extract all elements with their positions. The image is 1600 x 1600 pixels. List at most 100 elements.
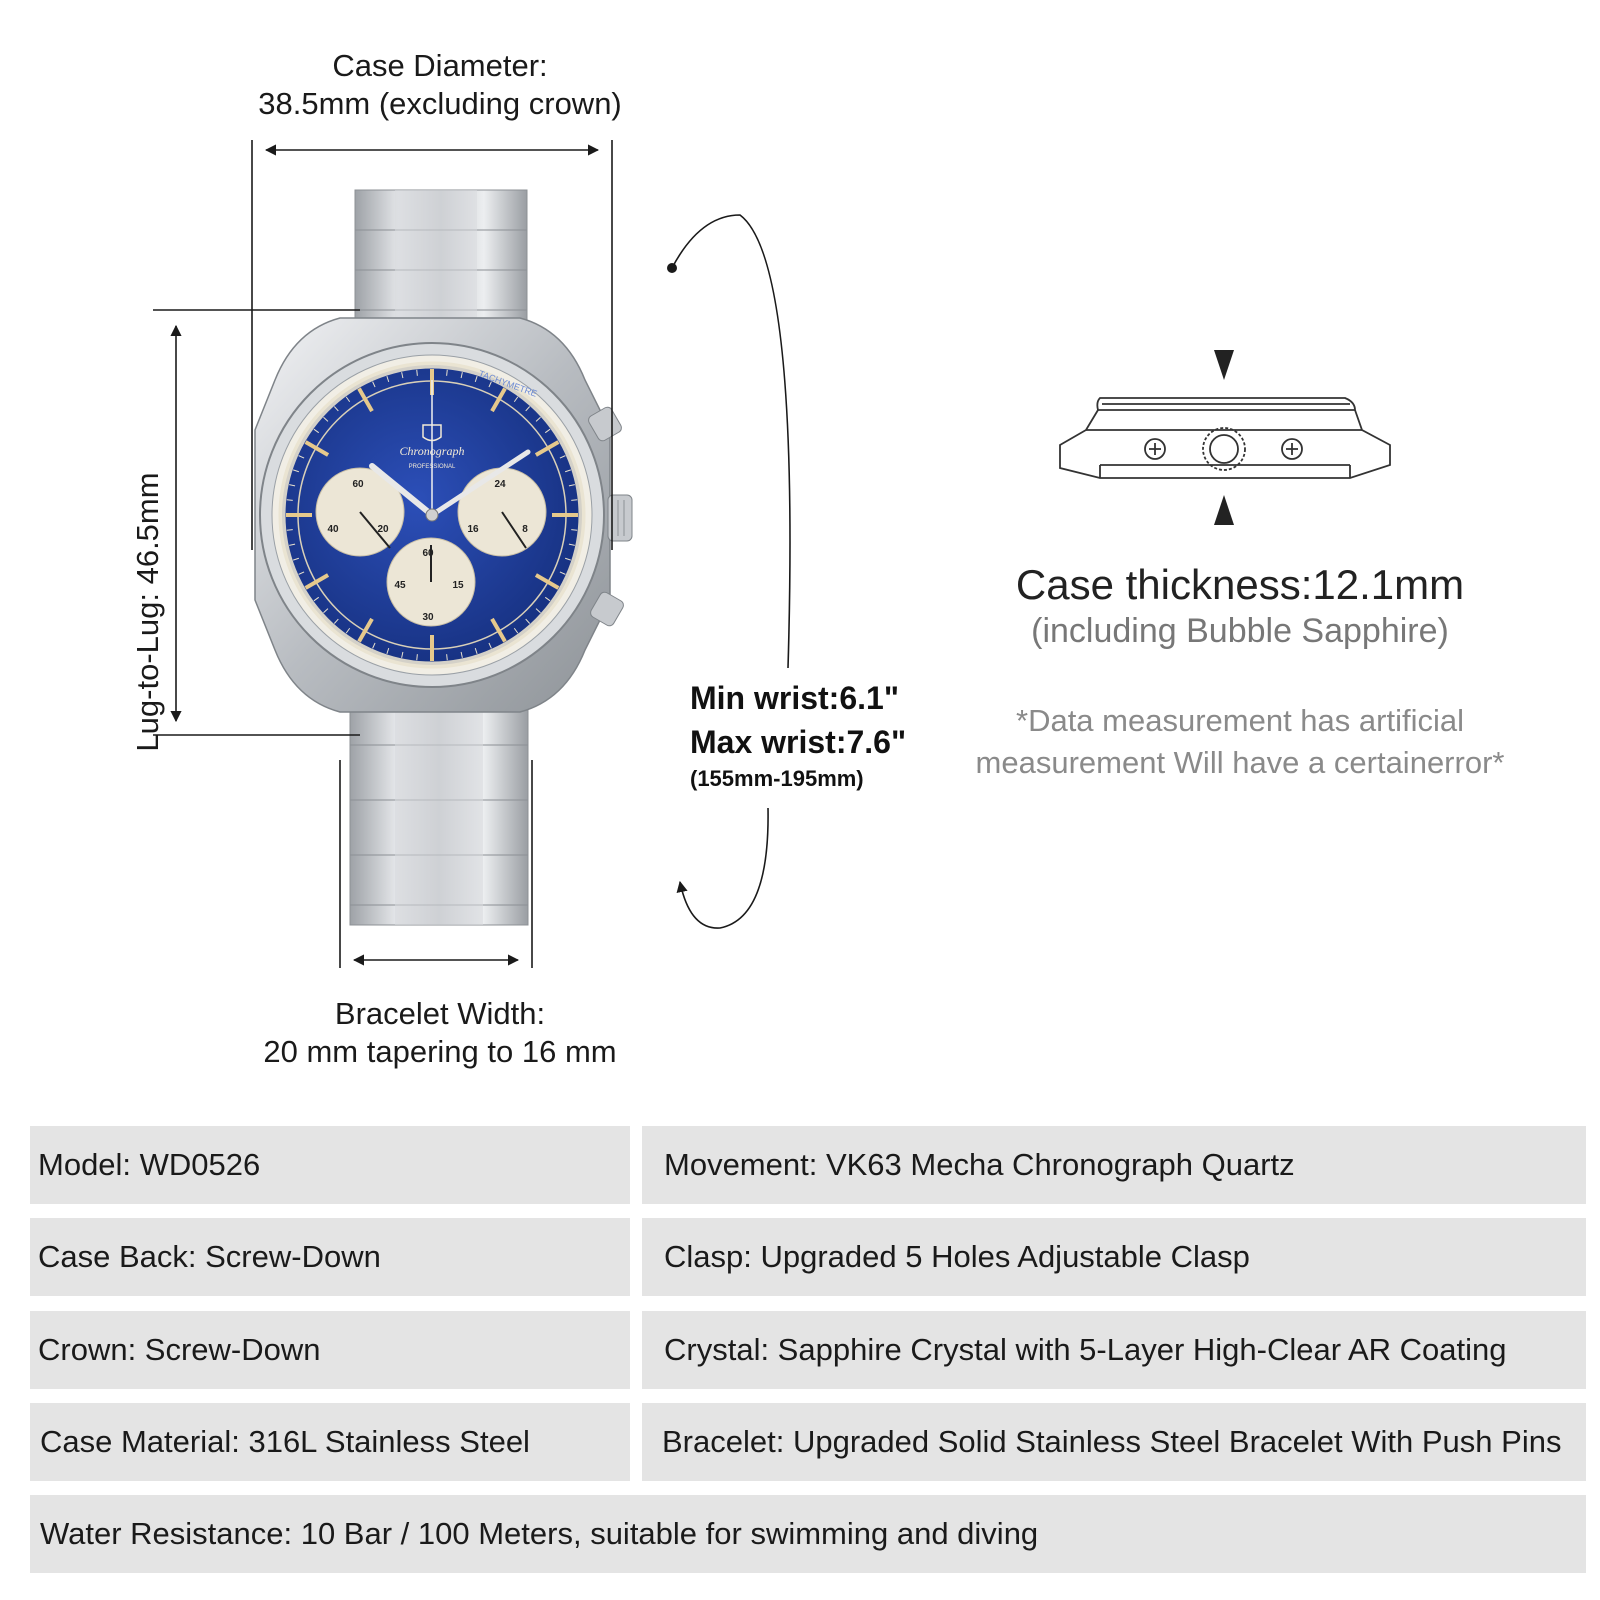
- minute-tick: [298, 455, 305, 459]
- spec-crystal: Crystal: Sapphire Crystal with 5-Layer H…: [642, 1311, 1586, 1389]
- minute-tick: [488, 381, 492, 388]
- spec-crown: Crown: Screw-Down: [30, 1311, 630, 1389]
- minute-tick: [386, 647, 390, 655]
- minute-tick: [416, 369, 418, 376]
- minute-tick: [559, 455, 566, 459]
- hour-marker: [490, 387, 507, 413]
- minute-tick: [564, 469, 572, 473]
- minute-tick: [544, 596, 551, 602]
- case-diameter-value: 38.5mm (excluding crown): [258, 86, 622, 121]
- minute-tick: [313, 596, 320, 602]
- minute-tick: [372, 642, 376, 649]
- minute-tick: [345, 396, 351, 403]
- minute-tick: [298, 571, 305, 575]
- hour-marker: [357, 617, 374, 643]
- subdial-bottom-label-left: 45: [394, 580, 406, 591]
- minute-tick: [446, 369, 448, 376]
- minute-tick: [286, 499, 293, 501]
- minute-tick: [313, 428, 320, 434]
- subdial-right-label-right: 8: [522, 524, 528, 535]
- spec-movement: Movement: VK63 Mecha Chronograph Quartz: [642, 1126, 1586, 1204]
- watch-dial: 60 20 40 24 8 16 60 15 30 45 Chronograph…: [278, 361, 586, 669]
- minute-tick: [513, 627, 519, 634]
- case-side-profile: [1059, 350, 1391, 525]
- brand-logo: [422, 424, 442, 442]
- minute-tick: [333, 406, 339, 412]
- minute-tick: [416, 654, 418, 661]
- subdial-left-label-left: 40: [327, 524, 339, 535]
- subdial-bottom-label-top: 60: [422, 548, 434, 559]
- measurement-disclaimer: *Data measurement has artificial measure…: [960, 700, 1520, 784]
- minute-tick: [323, 608, 329, 614]
- minute-tick: [474, 375, 478, 383]
- minute-tick: [460, 651, 463, 658]
- minute-tick: [286, 529, 293, 531]
- max-wrist: Max wrist:7.6": [690, 724, 907, 760]
- minute-tick: [568, 543, 575, 546]
- hour-marker: [304, 440, 330, 457]
- case-thickness-value: Case thickness:12.1mm: [1015, 561, 1465, 608]
- thickness-arrow-bottom: [1214, 495, 1234, 525]
- bracelet-width-label: Bracelet Width:: [334, 996, 546, 1031]
- spec-water-resistance: Water Resistance: 10 Bar / 100 Meters, s…: [30, 1495, 1586, 1573]
- subdial-bottom-label-bottom: 30: [422, 612, 434, 623]
- hour-marker: [357, 387, 374, 413]
- minute-tick: [289, 543, 296, 546]
- bracelet-width-value: 20 mm tapering to 16 mm: [263, 1034, 617, 1069]
- spec-case-back: Case Back: Screw-Down: [30, 1218, 630, 1296]
- hour-marker: [534, 573, 560, 590]
- minute-hand: [429, 449, 531, 518]
- minute-tick: [544, 428, 551, 434]
- subdial-right-label-left: 16: [467, 524, 479, 535]
- case-thickness-caption: Case thickness:12.1mm (including Bubble …: [960, 560, 1520, 652]
- hour-hand: [369, 463, 435, 518]
- min-wrist: Min wrist:6.1": [690, 680, 899, 716]
- minute-tick: [292, 557, 300, 561]
- disclaimer-line-2: measurement Will have a certainerror*: [975, 745, 1505, 780]
- minute-tick: [345, 627, 351, 634]
- subdial-left-label-right: 20: [377, 524, 389, 535]
- minute-tick: [571, 499, 578, 501]
- spec-model: Model: WD0526: [30, 1126, 630, 1204]
- minute-tick: [559, 571, 566, 575]
- case-diameter-caption: Case Diameter: 38.5mm (excluding crown): [180, 47, 700, 123]
- case-diameter-label: Case Diameter:: [332, 48, 548, 83]
- hour-marker: [304, 573, 330, 590]
- minute-tick: [571, 529, 578, 531]
- minute-tick: [564, 557, 572, 561]
- minute-tick: [460, 372, 463, 379]
- minute-tick: [401, 372, 404, 379]
- minute-tick: [401, 651, 404, 658]
- minute-tick: [386, 375, 390, 383]
- thickness-arrow-top: [1214, 350, 1234, 380]
- disclaimer-line-1: *Data measurement has artificial: [1016, 703, 1464, 738]
- hour-marker: [490, 617, 507, 643]
- bracelet-width-caption: Bracelet Width: 20 mm tapering to 16 mm: [180, 995, 700, 1071]
- spec-clasp: Clasp: Upgraded 5 Holes Adjustable Clasp: [642, 1218, 1586, 1296]
- subdial-left-label-top: 60: [352, 479, 364, 490]
- bracelet-bottom: [349, 689, 529, 926]
- wrist-range: (155mm-195mm): [690, 766, 864, 791]
- minute-tick: [372, 381, 376, 388]
- minute-tick: [323, 416, 329, 422]
- spec-case-material: Case Material: 316L Stainless Steel: [30, 1403, 630, 1481]
- subdial-bottom-label-right: 15: [452, 580, 464, 591]
- case-thickness-note: (including Bubble Sapphire): [1031, 612, 1449, 650]
- minute-tick: [446, 654, 448, 661]
- minute-tick: [568, 484, 575, 487]
- minute-tick: [333, 618, 339, 624]
- wrist-size-caption: Min wrist:6.1" Max wrist:7.6" (155mm-195…: [690, 676, 906, 794]
- minute-tick: [535, 416, 541, 422]
- lug-to-lug-caption: Lug-to-Lug: 46.5mm: [130, 472, 165, 752]
- subdial-right-label-top: 24: [494, 479, 506, 490]
- wrist-arc: [667, 214, 791, 929]
- minute-tick: [488, 642, 492, 649]
- minute-tick: [525, 406, 531, 412]
- minute-tick: [525, 618, 531, 624]
- minute-tick: [474, 647, 478, 655]
- hour-marker: [534, 440, 560, 457]
- minute-tick: [513, 396, 519, 403]
- bracelet-top: [354, 189, 528, 341]
- spec-bracelet: Bracelet: Upgraded Solid Stainless Steel…: [642, 1403, 1586, 1481]
